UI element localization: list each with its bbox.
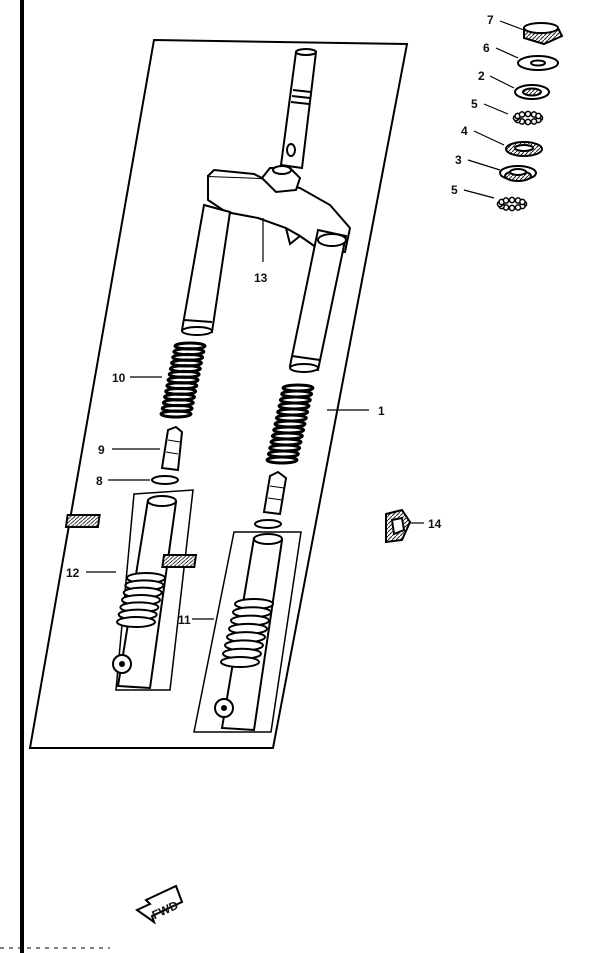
spring-coil — [265, 455, 299, 465]
left-spring-seat — [160, 425, 184, 472]
fork-assembly-outline — [28, 38, 409, 749]
steel-ball — [530, 118, 538, 125]
callout-4: 4 — [461, 124, 468, 138]
upper-cone-race — [505, 141, 543, 157]
steel-ball — [535, 112, 542, 120]
washer — [517, 55, 559, 71]
right-inner-tube — [288, 228, 348, 373]
callout-6: 6 — [483, 41, 490, 55]
steel-ball — [518, 111, 526, 118]
left-o-ring — [151, 475, 179, 485]
right-spring-seat — [262, 470, 288, 516]
right-dust-boot — [220, 598, 274, 668]
callout-14: 14 — [428, 517, 442, 531]
callout-5-lower: 5 — [451, 183, 458, 197]
left-inner-tube — [180, 203, 232, 336]
steering-nut — [523, 22, 564, 46]
leader-lines — [86, 20, 525, 620]
upper-bearing-race — [514, 84, 550, 100]
left-fork-spring — [159, 341, 207, 419]
upper-steel-balls — [512, 110, 544, 126]
callout-5-upper: 5 — [471, 97, 478, 111]
steel-ball — [502, 197, 510, 204]
fork-clip — [385, 508, 412, 544]
steel-ball — [524, 118, 532, 126]
right-o-ring — [254, 519, 282, 529]
callout-11: 11 — [178, 613, 191, 627]
steel-ball — [524, 110, 532, 118]
spring-coil — [159, 409, 193, 419]
right-outer-tube-box — [193, 531, 302, 733]
boot-fold — [116, 616, 156, 628]
lower-bearing-race — [499, 165, 537, 182]
steel-ball — [514, 204, 522, 211]
callout-1: 1 — [378, 404, 385, 418]
callout-9: 9 — [98, 443, 105, 457]
steering-stem — [279, 48, 318, 170]
lower-bracket — [207, 165, 352, 254]
lower-steel-balls — [496, 196, 528, 212]
right-fork-spring — [265, 383, 315, 465]
callout-10: 10 — [112, 371, 126, 385]
callout-2: 2 — [478, 69, 485, 83]
steel-ball — [519, 198, 526, 206]
steel-ball — [508, 204, 516, 212]
callout-12: 12 — [66, 566, 80, 580]
steel-ball — [508, 196, 516, 204]
callout-13: 13 — [254, 271, 268, 285]
boot-fold — [220, 656, 260, 668]
callout-8: 8 — [96, 474, 103, 488]
left-dust-boot — [116, 572, 166, 628]
forward-arrow-icon: FWD — [135, 884, 184, 925]
callout-7: 7 — [487, 13, 494, 27]
callout-3: 3 — [455, 153, 462, 167]
